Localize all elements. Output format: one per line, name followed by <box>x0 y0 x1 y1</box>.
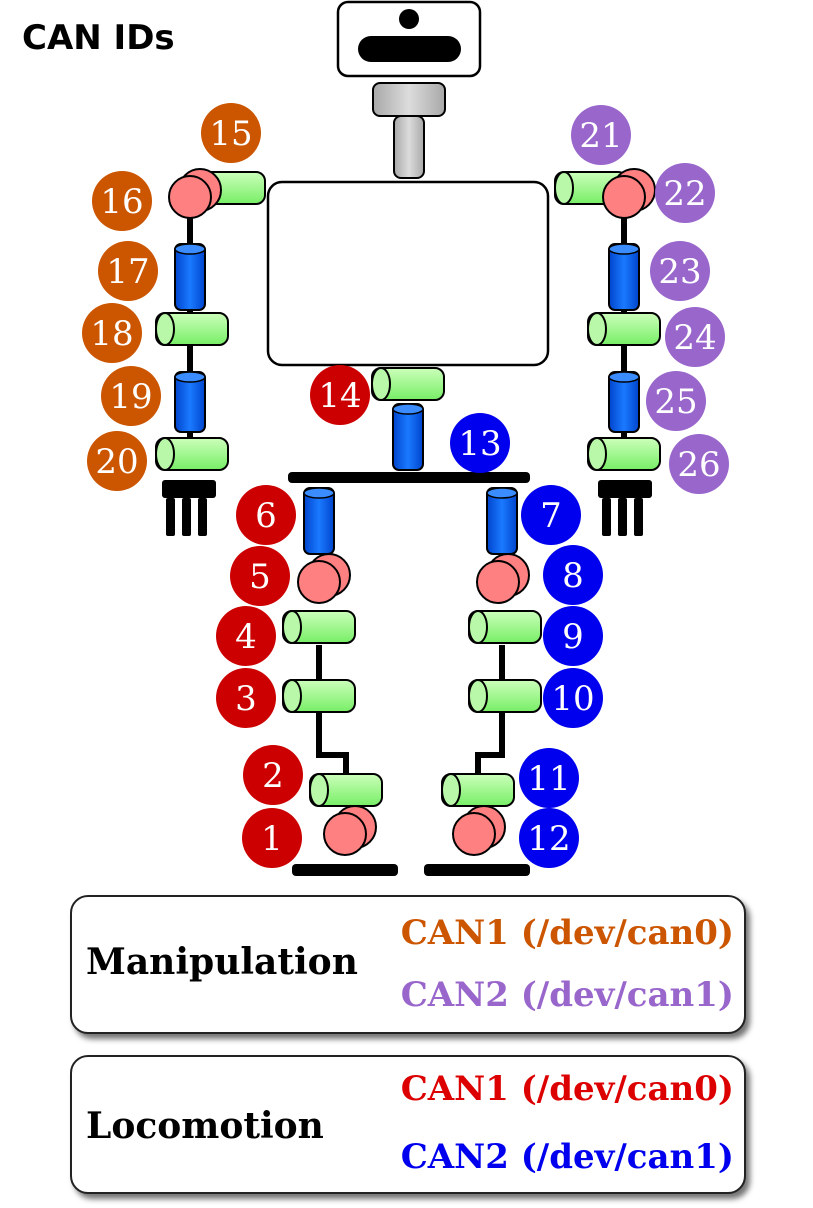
joint-id-label: 22 <box>663 174 706 214</box>
joint-badge-11: 11 <box>519 748 579 808</box>
joint-badge-17: 17 <box>98 241 158 301</box>
joint-badge-7: 7 <box>521 485 581 545</box>
joint-id-label: 13 <box>458 424 501 464</box>
pink-actuator <box>297 553 351 604</box>
green-actuator <box>309 773 383 807</box>
blue-actuator <box>608 371 640 433</box>
joint-id-label: 21 <box>579 116 622 156</box>
joint-badge-5: 5 <box>230 546 290 606</box>
pink-actuator <box>452 805 506 856</box>
joint-badge-1: 1 <box>242 808 302 868</box>
joint-id-label: 24 <box>673 318 716 358</box>
joint-actuators <box>155 168 661 856</box>
joint-id-label: 12 <box>527 819 570 859</box>
joint-id-label: 25 <box>654 382 697 422</box>
joint-id-label: 23 <box>658 252 701 292</box>
pelvis-and-feet <box>288 472 530 876</box>
green-actuator <box>371 367 445 401</box>
pink-actuator <box>602 168 656 219</box>
joint-badge-14: 14 <box>310 365 370 425</box>
legend-locomotion: Locomotion CAN1 (/dev/can0) CAN2 (/dev/c… <box>70 1055 746 1194</box>
green-actuator <box>587 312 661 346</box>
pink-actuator <box>323 805 377 856</box>
joint-badge-24: 24 <box>665 307 725 367</box>
joint-id-label: 5 <box>249 557 271 597</box>
joint-badge-25: 25 <box>646 371 706 431</box>
joint-badge-4: 4 <box>216 606 276 666</box>
right-gripper <box>598 480 652 536</box>
legend-locomotion-label: Locomotion <box>86 1105 324 1147</box>
joint-id-label: 9 <box>562 617 584 657</box>
left-gripper <box>162 480 216 536</box>
torso <box>266 180 550 367</box>
joint-badge-16: 16 <box>92 171 152 231</box>
green-actuator <box>282 679 356 713</box>
joint-id-label: 14 <box>318 376 361 416</box>
blue-actuator <box>608 243 640 311</box>
joint-badge-21: 21 <box>571 105 631 165</box>
pink-actuator <box>476 553 530 604</box>
joint-id-label: 7 <box>540 496 562 536</box>
joint-badge-23: 23 <box>650 241 710 301</box>
joint-id-label: 2 <box>262 756 284 796</box>
green-actuator <box>155 437 229 471</box>
green-actuator <box>441 773 515 807</box>
joint-badge-20: 20 <box>87 431 147 491</box>
legend-locomotion-can2: CAN2 (/dev/can1) <box>400 1137 734 1177</box>
joint-badge-22: 22 <box>655 163 715 223</box>
joint-id-label: 4 <box>235 617 257 657</box>
joint-id-label: 8 <box>562 556 584 596</box>
blue-actuator <box>303 487 335 555</box>
joint-id-label: 16 <box>100 182 143 222</box>
joint-id-label: 15 <box>209 114 252 154</box>
joint-badge-3: 3 <box>216 668 276 728</box>
legend-manipulation-can2: CAN2 (/dev/can1) <box>400 975 734 1015</box>
joint-id-label: 20 <box>95 442 138 482</box>
joint-badge-6: 6 <box>236 485 296 545</box>
joint-id-label: 19 <box>109 377 152 417</box>
joint-badge-13: 13 <box>450 413 510 473</box>
green-actuator <box>468 610 542 644</box>
legend-locomotion-can1: CAN1 (/dev/can0) <box>400 1069 734 1109</box>
joint-badge-18: 18 <box>82 303 142 363</box>
page-title: CAN IDs <box>22 18 175 58</box>
joint-id-label: 6 <box>255 496 277 536</box>
green-actuator <box>468 679 542 713</box>
joint-badge-9: 9 <box>543 606 603 666</box>
joint-id-label: 11 <box>527 759 570 799</box>
legend-manipulation-label: Manipulation <box>86 941 358 983</box>
joint-badge-10: 10 <box>543 668 603 728</box>
green-actuator <box>155 312 229 346</box>
joint-id-label: 17 <box>106 252 149 292</box>
legend-manipulation-can1: CAN1 (/dev/can0) <box>400 913 734 953</box>
pink-actuator <box>168 168 222 219</box>
legend-manipulation: Manipulation CAN1 (/dev/can0) CAN2 (/dev… <box>70 895 746 1034</box>
joint-id-label: 26 <box>677 445 720 485</box>
blue-actuator <box>174 371 206 433</box>
green-actuator <box>282 610 356 644</box>
joint-badge-26: 26 <box>669 434 729 494</box>
blue-actuator <box>486 487 518 555</box>
joint-badge-12: 12 <box>519 808 579 868</box>
joint-badge-15: 15 <box>201 103 261 163</box>
joint-badge-19: 19 <box>101 366 161 426</box>
blue-actuator <box>392 403 424 471</box>
head <box>336 0 482 78</box>
joint-id-label: 10 <box>551 679 594 719</box>
blue-actuator <box>174 243 206 311</box>
joint-badge-2: 2 <box>243 745 303 805</box>
joint-badge-8: 8 <box>543 545 603 605</box>
joint-id-label: 18 <box>90 314 133 354</box>
neck <box>372 82 446 179</box>
joint-id-label: 1 <box>261 819 283 859</box>
green-actuator <box>587 437 661 471</box>
joint-id-label: 3 <box>235 679 257 719</box>
